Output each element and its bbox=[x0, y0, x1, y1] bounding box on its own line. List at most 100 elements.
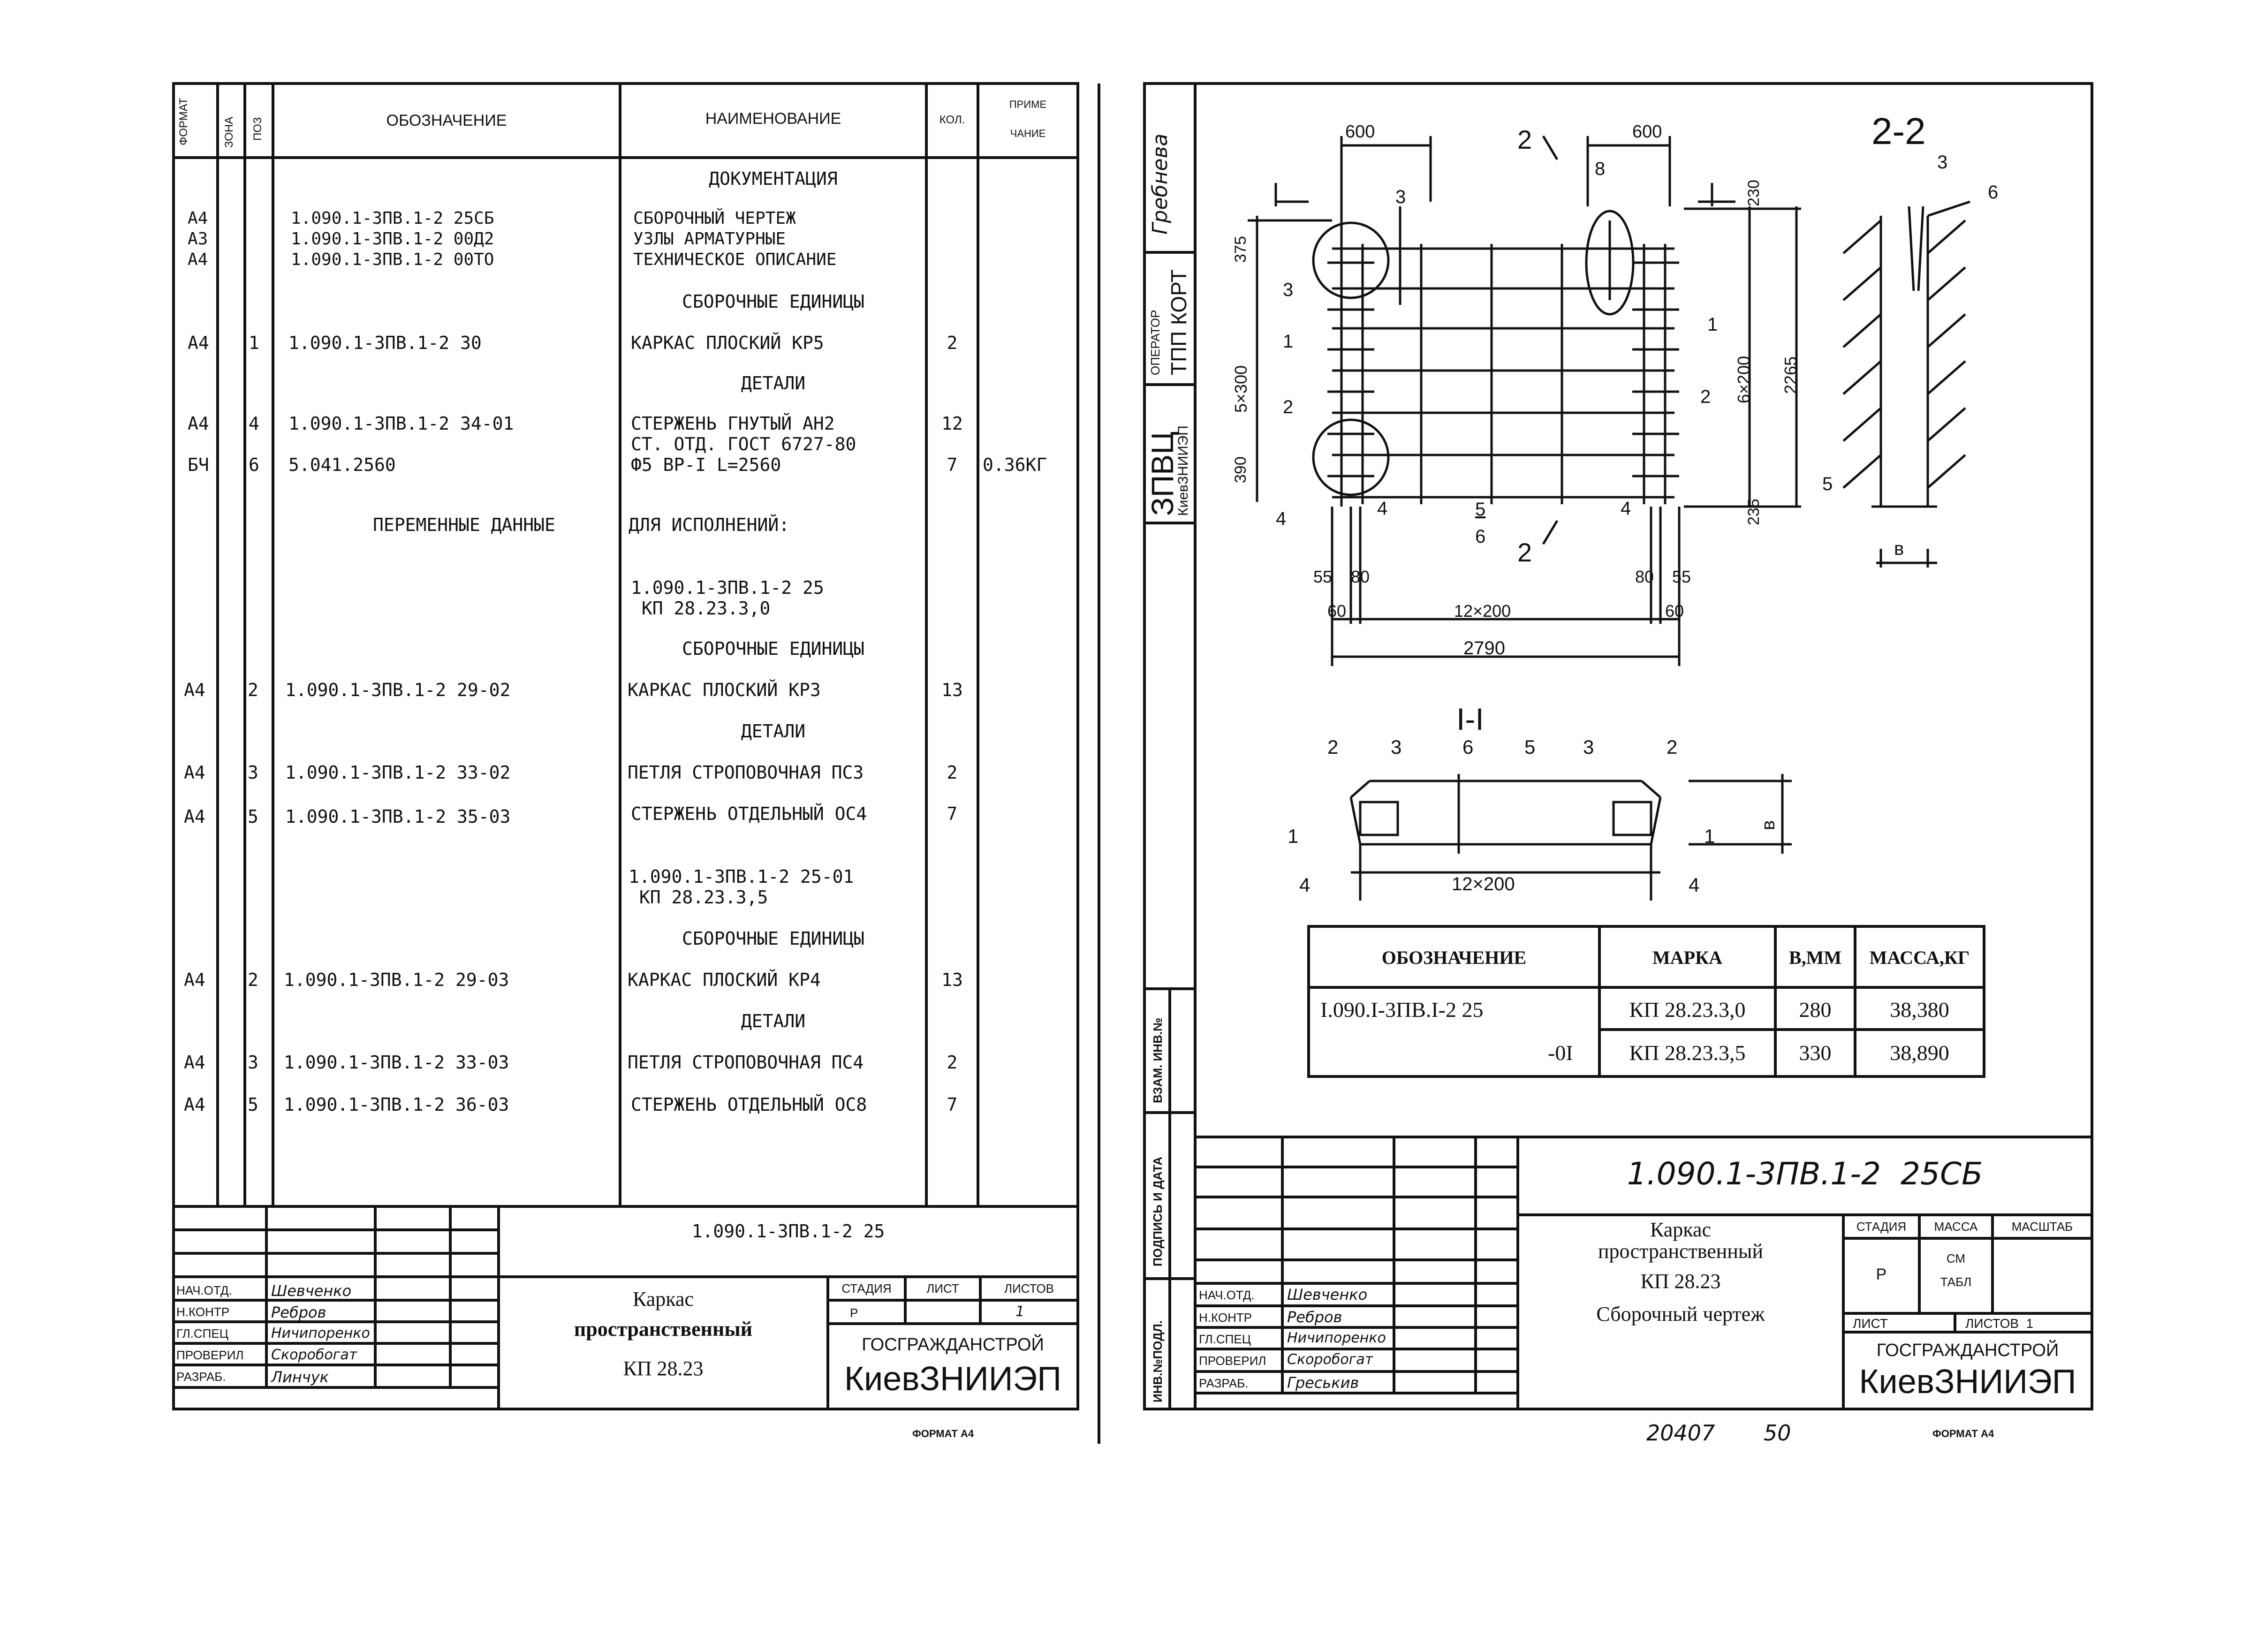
dim-label: 6×200 bbox=[1734, 356, 1753, 403]
title-line-2: пространственный bbox=[1598, 1240, 1764, 1263]
callout-number: 6 bbox=[1462, 736, 1474, 758]
sheets-label: ЛИСТОВ bbox=[1004, 1281, 1054, 1296]
section-2-2 bbox=[1842, 200, 1970, 568]
dim-label: 55 bbox=[1313, 567, 1333, 586]
dim-label: 375 bbox=[1232, 236, 1250, 263]
role-label: ГЛ.СПЕЦ bbox=[176, 1326, 228, 1341]
sheet-label: ЛИСТ bbox=[1853, 1316, 1888, 1331]
person-name: Ребров bbox=[1287, 1308, 1342, 1326]
spec-designation: 1.090.1-3ПВ.1-2 30 bbox=[288, 333, 482, 353]
dim-label: 55 bbox=[1672, 567, 1691, 586]
spec-qty: 2 bbox=[947, 333, 958, 353]
callout-number: 1 bbox=[1283, 331, 1294, 352]
dim-label: 12×200 bbox=[1452, 874, 1515, 894]
callout-number: 4 bbox=[1689, 874, 1700, 896]
spec-pos: 3 bbox=[248, 762, 258, 783]
spec-name: СТЕРЖЕНЬ ОТДЕЛЬНЫЙ ОС4 bbox=[631, 803, 867, 824]
stamp-org-2: КиевЗНИИЭП bbox=[1175, 425, 1191, 516]
spec-pos: 5 bbox=[248, 1094, 258, 1115]
callout-number: 2 bbox=[1667, 736, 1678, 758]
callout-number: 1 bbox=[1707, 314, 1718, 335]
sheets-value: 1 bbox=[1015, 1303, 1025, 1320]
spec-format: А4 bbox=[184, 1094, 205, 1115]
callout-fraction-bottom: 6 bbox=[1475, 526, 1486, 547]
org-name-2: КиевЗНИИЭП bbox=[1859, 1363, 2076, 1401]
spec-name: КАРКАС ПЛОСКИЙ КР5 bbox=[631, 333, 824, 353]
dim-label: 2265 bbox=[1781, 356, 1800, 394]
callout-number: 2 bbox=[1700, 386, 1711, 407]
callout-number: 3 bbox=[1395, 187, 1406, 207]
spec-format: А4 bbox=[188, 333, 209, 353]
spec-section-heading: ДЕТАЛИ bbox=[741, 1011, 806, 1031]
spec-section-heading: ДЕТАЛИ bbox=[741, 373, 806, 394]
spec-format: А4 bbox=[184, 680, 205, 700]
dim-label: 235 bbox=[1745, 499, 1763, 525]
spec-format: А4 bbox=[188, 413, 209, 434]
stamp-field-inventory: ИНВ.№ПОДЛ. bbox=[1151, 1320, 1165, 1402]
spec-pos: 6 bbox=[249, 455, 259, 475]
title-line-3: КП 28.23 bbox=[623, 1357, 704, 1380]
person-name: Ребров bbox=[271, 1303, 326, 1321]
spec-section-heading: СБОРОЧНЫЕ ЕДИНИЦЫ bbox=[682, 638, 864, 659]
stamp-operator: ТПП КОРТ bbox=[1167, 269, 1191, 375]
format-note: ФОРМАТ А4 bbox=[912, 1428, 974, 1440]
person-name: Скоробогат bbox=[271, 1347, 357, 1363]
spec-format: А4 bbox=[188, 209, 208, 228]
spec-pos: 2 bbox=[248, 970, 258, 990]
spec-qty: 13 bbox=[941, 970, 963, 990]
stage-label: СТАДИЯ bbox=[841, 1281, 892, 1296]
spec-name: ПЕТЛЯ СТРОПОВОЧНАЯ ПС4 bbox=[628, 1052, 864, 1073]
spec-name: УЗЛЫ АРМАТУРНЫЕ bbox=[633, 229, 786, 249]
spec-qty: 2 bbox=[947, 1052, 958, 1073]
callout-number: 6 bbox=[1988, 182, 1999, 203]
spec-designation: 1.090.1-3ПВ.1-2 35-03 bbox=[285, 806, 511, 827]
callout-fraction-top: 5 bbox=[1475, 499, 1486, 520]
person-name: Линчук bbox=[271, 1368, 329, 1386]
spec-section-heading: СБОРОЧНЫЕ ЕДИНИЦЫ bbox=[682, 928, 864, 949]
callout-number: 3 bbox=[1391, 736, 1402, 758]
spec-section-heading: СБОРОЧНЫЕ ЕДИНИЦЫ bbox=[682, 291, 864, 312]
spec-name: КАРКАС ПЛОСКИЙ КР4 bbox=[628, 970, 821, 990]
role-label: НАЧ.ОТД. bbox=[176, 1283, 232, 1297]
mass-label: МАССА bbox=[1934, 1220, 1978, 1234]
table-cell: КП 28.23.3,5 bbox=[1629, 1041, 1746, 1065]
callout-number: 8 bbox=[1595, 159, 1606, 179]
org-name-1: ГОСГРАЖДАНСТРОЙ bbox=[1876, 1341, 2059, 1360]
stage-value: Р bbox=[1876, 1266, 1887, 1283]
role-label: НАЧ.ОТД. bbox=[1199, 1288, 1255, 1302]
person-name: Шевченко bbox=[271, 1282, 352, 1300]
dim-label: 2790 bbox=[1463, 638, 1505, 659]
spec-designation: 5.041.2560 bbox=[288, 455, 396, 475]
header-note-2: ЧАНИЕ bbox=[1010, 128, 1046, 139]
sheets-label: ЛИСТОВ 1 bbox=[1965, 1316, 2034, 1331]
header-designation: ОБОЗНАЧЕНИЕ bbox=[386, 112, 507, 129]
spec-pos: 2 bbox=[248, 680, 258, 700]
plan-view bbox=[1248, 135, 1801, 666]
spec-name: ДЛЯ ИСПОЛНЕНИЙ: bbox=[629, 515, 790, 535]
dim-label: в bbox=[1758, 820, 1779, 830]
table-cell: 280 bbox=[1799, 998, 1832, 1022]
callout-number: 3 bbox=[1937, 152, 1948, 173]
table-header: ОБОЗНАЧЕНИЕ bbox=[1381, 947, 1527, 968]
format-note: ФОРМАТ А4 bbox=[1932, 1428, 1994, 1440]
spec-designation: 1.090.1-3ПВ.1-2 29-02 bbox=[285, 680, 511, 700]
org-name-2: КиевЗНИИЭП bbox=[844, 1360, 1061, 1398]
role-label: РАЗРАБ. bbox=[176, 1370, 226, 1384]
table-cell: 330 bbox=[1799, 1041, 1832, 1065]
callout-number: 2 bbox=[1283, 397, 1294, 417]
spec-format: А4 bbox=[184, 762, 205, 783]
spec-qty: 12 bbox=[941, 413, 963, 434]
person-name: Шевченко bbox=[1287, 1286, 1368, 1303]
title-line-4: Сборочный чертеж bbox=[1596, 1303, 1765, 1326]
dim-label: 80 bbox=[1635, 567, 1654, 586]
callout-number: 4 bbox=[1276, 508, 1287, 529]
spec-section-heading: ДЕТАЛИ bbox=[741, 721, 806, 742]
page-number: 50 bbox=[1764, 1420, 1791, 1446]
page-divider bbox=[1098, 83, 1100, 1444]
table-cell: 38,380 bbox=[1890, 998, 1949, 1022]
spec-format: А3 bbox=[188, 229, 208, 249]
title-line-1: Каркас bbox=[632, 1288, 694, 1311]
table-header: МАРКА bbox=[1652, 947, 1722, 968]
dim-label: 60 bbox=[1327, 601, 1347, 621]
spec-name: СТ. ОТД. ГОСТ 6727-80 bbox=[631, 434, 856, 455]
